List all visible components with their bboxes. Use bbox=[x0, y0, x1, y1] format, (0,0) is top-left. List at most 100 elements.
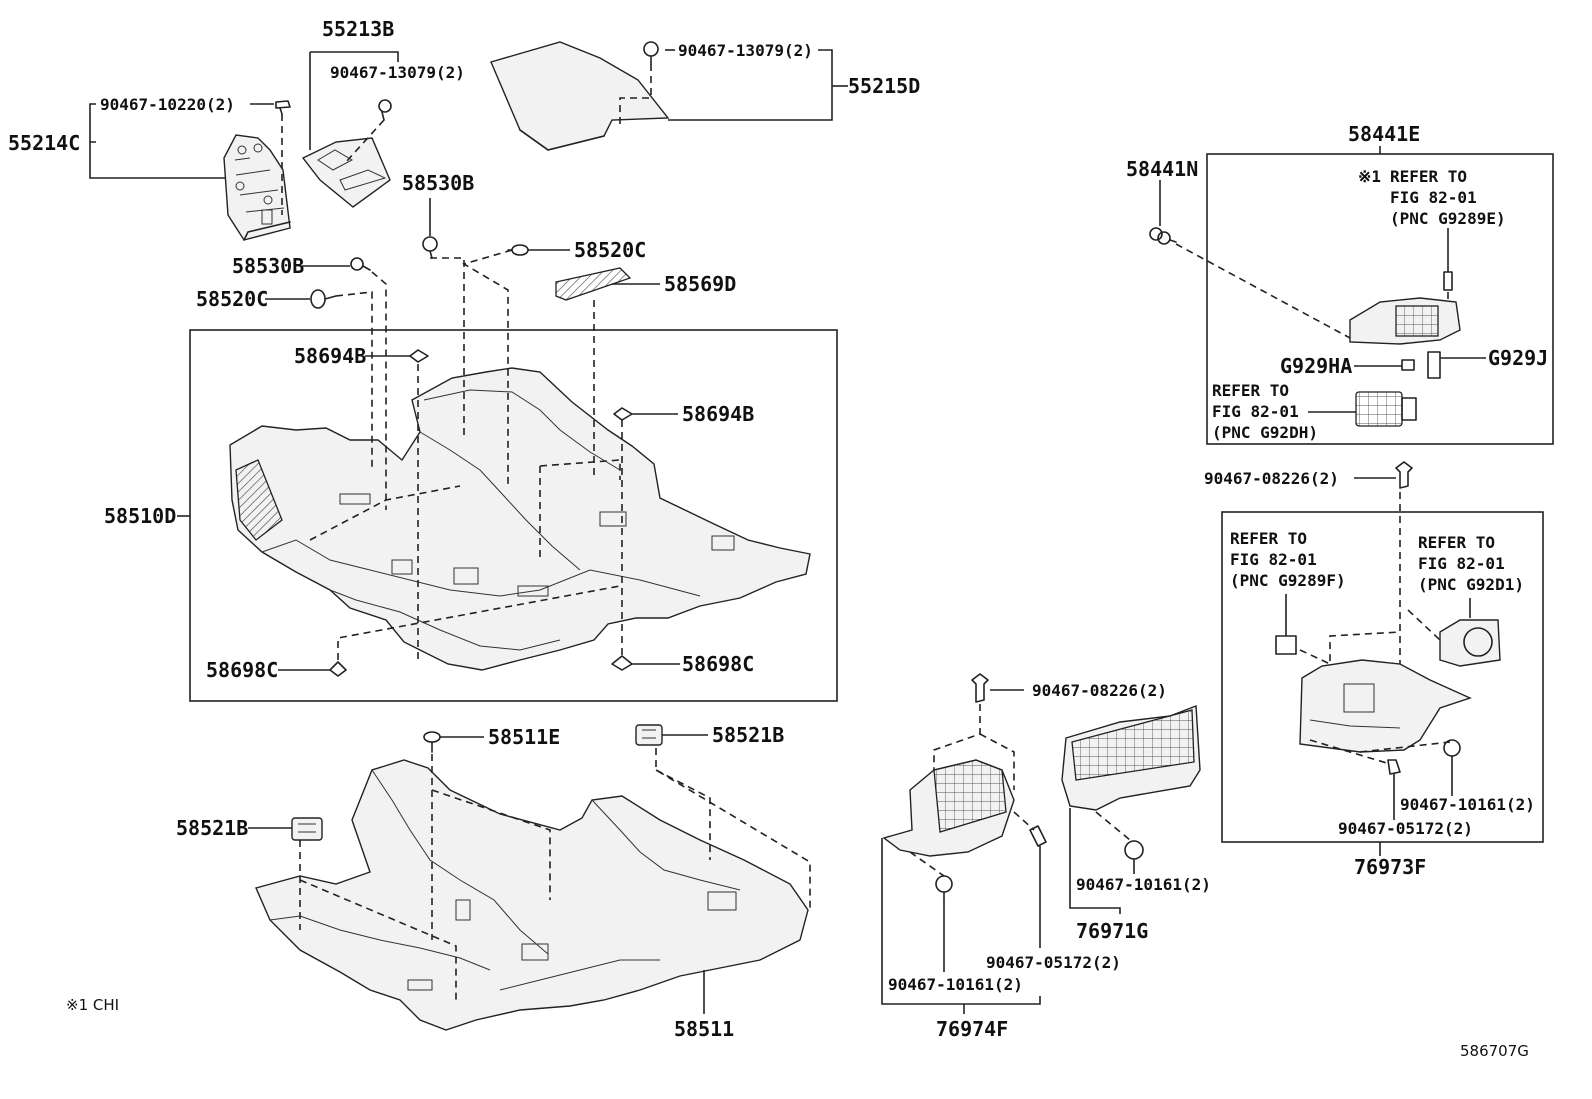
part-58698C-clip-a bbox=[329, 661, 347, 677]
clip-13079-a bbox=[378, 99, 392, 121]
dash-clip-13079-a bbox=[345, 119, 385, 163]
part-g929j-block bbox=[1427, 351, 1441, 379]
part-clip-10161-a bbox=[935, 875, 953, 901]
part-clip-05172-a bbox=[1029, 825, 1047, 847]
leader-55215D bbox=[668, 49, 833, 121]
label-58569D: 58569D bbox=[664, 272, 736, 296]
ref-g92d1-line1: REFER TO bbox=[1418, 533, 1495, 552]
part-58530B-clip-b bbox=[422, 236, 438, 259]
dash-clip-13079-b bbox=[619, 64, 652, 125]
figure-code: 586707G bbox=[1460, 1042, 1529, 1060]
footnote-chi: ※1 CHI bbox=[66, 996, 119, 1014]
part-58510D-carpet bbox=[229, 367, 811, 671]
group-box-76973F bbox=[1221, 511, 1544, 843]
dash-58441N bbox=[1175, 243, 1351, 339]
label-58441E: 58441E bbox=[1348, 122, 1420, 146]
part-g92dh-speaker bbox=[1355, 391, 1417, 427]
ref-g9289e-line3: (PNC G9289E) bbox=[1390, 209, 1506, 228]
label-58530B-b: 58530B bbox=[402, 171, 474, 195]
label-58530B-a: 58530B bbox=[232, 254, 304, 278]
part-55214C-panel bbox=[223, 134, 291, 241]
label-58521B-b: 58521B bbox=[176, 816, 248, 840]
clip-10220 bbox=[275, 100, 291, 115]
label-note-mark: ※1 bbox=[1358, 167, 1381, 186]
part-58511E-clip bbox=[423, 731, 441, 753]
part-55215D-mat bbox=[490, 41, 670, 151]
part-58569D-cover bbox=[555, 267, 632, 301]
part-58694B-clip-a bbox=[409, 349, 429, 363]
ref-g92d1-line2: FIG 82-01 bbox=[1418, 554, 1505, 573]
part-clip-10161-c bbox=[1443, 739, 1461, 765]
part-g9289f-tab bbox=[1275, 635, 1297, 655]
part-58441E-console-box bbox=[1349, 297, 1461, 345]
part-g9289e-tab bbox=[1443, 271, 1453, 291]
label-58520C-a: 58520C bbox=[196, 287, 268, 311]
ref-g92d1-line3: (PNC G92D1) bbox=[1418, 575, 1524, 594]
part-76971G-side-trim bbox=[1061, 705, 1201, 811]
label-clip-10220: 90467-10220(2) bbox=[100, 95, 235, 114]
leader-55214C-clip bbox=[89, 103, 96, 142]
leader-55213B-top bbox=[310, 51, 399, 62]
part-58511-carpet bbox=[255, 759, 809, 1031]
ref-g9289e-line1: REFER TO bbox=[1390, 167, 1467, 186]
label-58441N: 58441N bbox=[1126, 157, 1198, 181]
label-clip-05172-a: 90467-05172(2) bbox=[986, 953, 1121, 972]
label-58521B-a: 58521B bbox=[712, 723, 784, 747]
label-76971G: 76971G bbox=[1076, 919, 1148, 943]
part-58441N-clip bbox=[1149, 227, 1177, 245]
label-76974F: 76974F bbox=[936, 1017, 1008, 1041]
ref-g9289f-line2: FIG 82-01 bbox=[1230, 550, 1317, 569]
part-58694B-clip-b bbox=[613, 407, 633, 421]
label-clip-13079-b: 90467-13079(2) bbox=[678, 41, 813, 60]
dashed-guides-76974F bbox=[909, 704, 1035, 877]
label-55214C: 55214C bbox=[8, 131, 80, 155]
part-58530B-clip-a bbox=[350, 257, 371, 271]
dashed-guides-76973F bbox=[1299, 631, 1451, 765]
clip-13079-b bbox=[643, 41, 659, 65]
part-clip-10161-b bbox=[1124, 840, 1144, 867]
part-clip-05172-b bbox=[1387, 759, 1401, 775]
label-58520C-b: 58520C bbox=[574, 238, 646, 262]
part-58521B-grommet-b bbox=[291, 817, 323, 841]
label-55215D: 55215D bbox=[848, 74, 920, 98]
part-58520C-clip-a bbox=[310, 289, 337, 309]
label-58694B-a: 58694B bbox=[294, 344, 366, 368]
label-clip-10161-b: 90467-10161(2) bbox=[1076, 875, 1211, 894]
part-76973F-side-trim bbox=[1299, 659, 1472, 753]
leader-76971G-bracket bbox=[1069, 808, 1121, 914]
ref-g9289f-line1: REFER TO bbox=[1230, 529, 1307, 548]
dashed-guides-58511 bbox=[299, 748, 811, 1000]
leader-55214C bbox=[89, 141, 225, 179]
dash-g92d1 bbox=[1407, 609, 1441, 641]
label-g929ha: G929HA bbox=[1280, 354, 1352, 378]
label-58510D: 58510D bbox=[104, 504, 176, 528]
ref-g9289f-line3: (PNC G9289F) bbox=[1230, 571, 1346, 590]
label-g929j: G929J bbox=[1488, 346, 1548, 370]
leader-76974F-bracket bbox=[881, 838, 1041, 1005]
label-clip-10161-a: 90467-10161(2) bbox=[888, 975, 1023, 994]
label-clip-08226-b: 90467-08226(2) bbox=[1032, 681, 1167, 700]
ref-g92dh-line2: FIG 82-01 bbox=[1212, 402, 1299, 421]
part-clip-08226-a bbox=[1395, 461, 1413, 489]
dashed-guides-58510D bbox=[309, 249, 623, 660]
part-g929ha-block bbox=[1401, 359, 1415, 371]
dash-10161-b bbox=[1095, 811, 1131, 841]
ref-g92dh-line3: (PNC G92DH) bbox=[1212, 423, 1318, 442]
part-g92d1-speaker bbox=[1439, 619, 1501, 667]
part-58521B-grommet-a bbox=[635, 724, 663, 746]
part-58698C-clip-b bbox=[611, 655, 633, 671]
label-clip-10161-c: 90467-10161(2) bbox=[1400, 795, 1535, 814]
label-58694B-b: 58694B bbox=[682, 402, 754, 426]
label-58511: 58511 bbox=[674, 1017, 734, 1041]
label-clip-13079-a: 90467-13079(2) bbox=[330, 63, 465, 82]
label-clip-05172-b: 90467-05172(2) bbox=[1338, 819, 1473, 838]
part-clip-08226-b bbox=[971, 673, 989, 703]
label-55213B: 55213B bbox=[322, 17, 394, 41]
part-76974F-side-trim bbox=[882, 759, 1015, 857]
label-76973F: 76973F bbox=[1354, 855, 1426, 879]
label-58698C-a: 58698C bbox=[206, 658, 278, 682]
part-55213B-panel bbox=[301, 137, 391, 208]
ref-g9289e-line2: FIG 82-01 bbox=[1390, 188, 1477, 207]
label-58698C-b: 58698C bbox=[682, 652, 754, 676]
